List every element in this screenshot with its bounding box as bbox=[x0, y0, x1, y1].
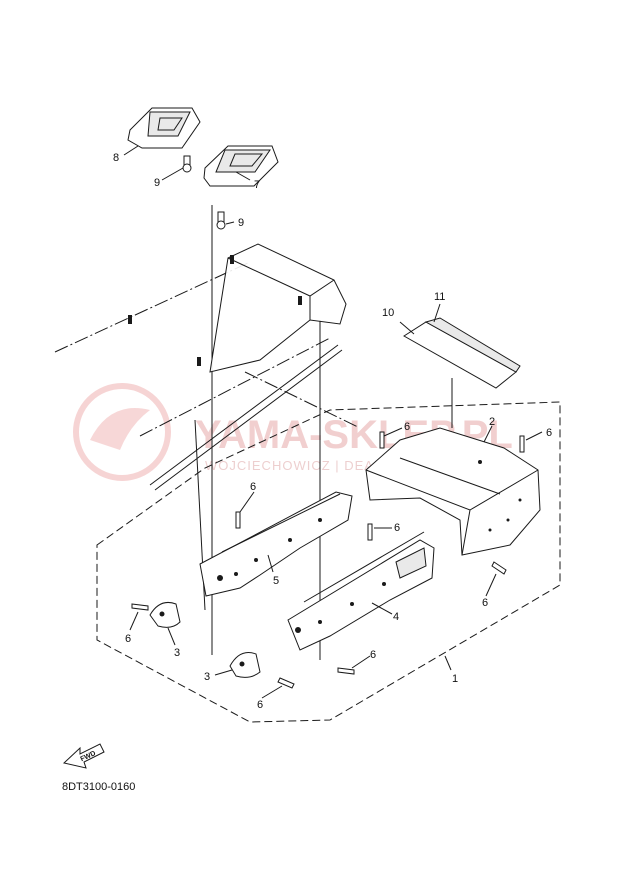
callout-8: 8 bbox=[113, 152, 119, 164]
part-6-rivets bbox=[131, 431, 525, 689]
part-7-cover bbox=[203, 145, 279, 187]
centerline-a bbox=[54, 261, 251, 353]
callout-6-f: 6 bbox=[125, 633, 131, 645]
callout-6-b: 6 bbox=[546, 427, 552, 439]
callout-4: 4 bbox=[393, 611, 399, 623]
callout-6-e: 6 bbox=[482, 597, 488, 609]
callouts: 8 9 7 9 10 11 2 6 6 6 6 5 4 6 6 3 6 1 3 … bbox=[113, 152, 552, 711]
callout-6-g: 6 bbox=[370, 649, 376, 661]
part-5-rail bbox=[199, 491, 353, 597]
callout-1: 1 bbox=[452, 673, 458, 685]
centerline-b bbox=[139, 337, 331, 437]
watermark-logo bbox=[73, 383, 171, 481]
part-4-rail bbox=[287, 531, 435, 651]
part-2-bracket bbox=[365, 427, 541, 556]
callout-2: 2 bbox=[489, 416, 495, 428]
part-9-bolt-a bbox=[182, 155, 192, 173]
leader-lines bbox=[123, 145, 543, 699]
callout-6-d: 6 bbox=[394, 522, 400, 534]
callout-7: 7 bbox=[254, 179, 260, 191]
watermark-logo-mark bbox=[90, 408, 150, 450]
part-10-11-plate bbox=[403, 317, 521, 389]
callout-6-h: 6 bbox=[257, 699, 263, 711]
callout-3-b: 3 bbox=[204, 671, 210, 683]
callout-10: 10 bbox=[382, 307, 394, 319]
part-3-cap-b bbox=[229, 652, 261, 678]
tunnel-body bbox=[128, 243, 347, 491]
fwd-label: FWD bbox=[80, 750, 97, 763]
callout-9-upper: 9 bbox=[154, 177, 160, 189]
centerline-c bbox=[244, 371, 359, 428]
callout-3-a: 3 bbox=[174, 647, 180, 659]
part-8-cover bbox=[127, 107, 201, 149]
part-code: 8DT3100-0160 bbox=[62, 781, 135, 793]
callout-11: 11 bbox=[434, 291, 445, 303]
part-3-cap-a bbox=[149, 601, 181, 628]
callout-6-a: 6 bbox=[404, 421, 410, 433]
callout-5: 5 bbox=[273, 575, 279, 587]
assembly-outline bbox=[96, 401, 561, 723]
callout-9-lower: 9 bbox=[238, 217, 244, 229]
part-9-bolt-b bbox=[216, 211, 226, 230]
callout-6-c: 6 bbox=[250, 481, 256, 493]
fwd-arrow: FWD bbox=[62, 743, 105, 769]
